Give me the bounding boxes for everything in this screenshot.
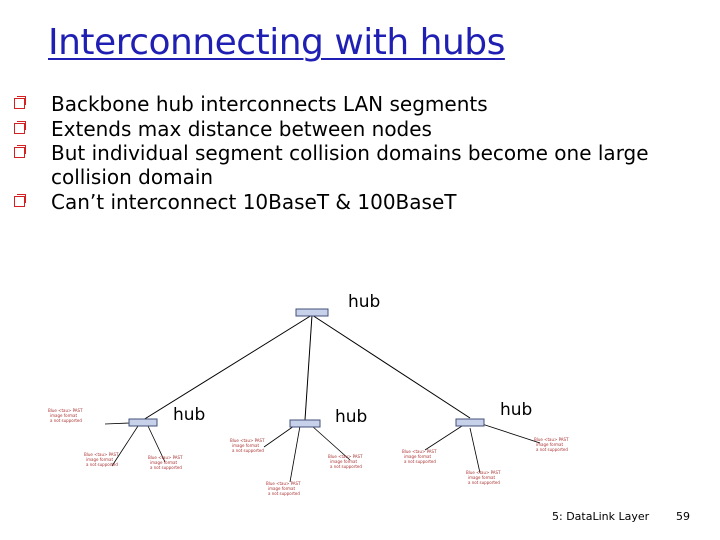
placeholder-line: Blue <tau> PAST bbox=[230, 438, 265, 443]
link-left-node3 bbox=[147, 425, 166, 463]
link-left-node2 bbox=[111, 425, 139, 467]
bullet-text: Can’t interconnect 10BaseT & 100BaseT bbox=[51, 189, 457, 214]
bullet-item: Backbone hub interconnects LAN segments bbox=[12, 92, 712, 116]
placeholder-line: a not supported bbox=[468, 480, 500, 485]
link-right-node2 bbox=[469, 427, 481, 474]
node-placeholder: Blue <tau> PAST image format a not suppo… bbox=[402, 449, 437, 464]
node-placeholder: Blue <tau> PAST image format a not suppo… bbox=[534, 437, 569, 452]
placeholder-line: Blue <tau> PAST bbox=[84, 452, 119, 457]
placeholder-line: Blue <tau> PAST bbox=[48, 408, 83, 413]
link-middle-node2 bbox=[289, 425, 301, 483]
hub-left-box bbox=[128, 418, 158, 427]
placeholder-line: a not supported bbox=[50, 418, 82, 423]
page-number: 59 bbox=[676, 510, 690, 523]
bullet-text: Extends max distance between nodes bbox=[51, 116, 432, 141]
placeholder-line: image format bbox=[404, 454, 432, 459]
placeholder-line: image format bbox=[268, 486, 296, 491]
segment-links bbox=[104, 422, 541, 483]
hub-label-middle: hub bbox=[335, 407, 367, 427]
placeholder-line: Blue <tau> PAST bbox=[266, 481, 301, 486]
hub-backbone-box bbox=[295, 308, 329, 317]
placeholder-line: Blue <tau> PAST bbox=[328, 454, 363, 459]
hub-label-left: hub bbox=[173, 405, 205, 425]
bullet-box-icon bbox=[14, 193, 26, 207]
placeholder-line: a not supported bbox=[536, 447, 568, 452]
bullet-list: Backbone hub interconnects LAN segments … bbox=[12, 92, 712, 214]
placeholder-line: Blue <tau> PAST bbox=[402, 449, 437, 454]
placeholder-line: image format bbox=[232, 443, 260, 448]
node-placeholder: Blue <tau> PAST image format a not suppo… bbox=[266, 481, 301, 496]
node-placeholder: Blue <tau> PAST image format a not suppo… bbox=[84, 452, 119, 467]
hubs bbox=[128, 308, 485, 428]
node-placeholder: Blue <tau> PAST image format a not suppo… bbox=[148, 455, 183, 470]
bullet-item: Extends max distance between nodes bbox=[12, 117, 712, 141]
hub-middle-box bbox=[289, 419, 321, 428]
placeholder-line: image format bbox=[330, 459, 358, 464]
hub-label-right: hub bbox=[500, 400, 532, 420]
placeholder-line: a not supported bbox=[150, 465, 182, 470]
node-placeholder: Blue <tau> PAST image format a not suppo… bbox=[466, 470, 501, 485]
bullet-text: But individual segment collision domains… bbox=[51, 141, 649, 189]
hub-right-box bbox=[455, 418, 485, 427]
link-middle-node1 bbox=[263, 425, 295, 448]
placeholder-line: Blue <tau> PAST bbox=[466, 470, 501, 475]
placeholder-line: Blue <tau> PAST bbox=[534, 437, 569, 442]
node-placeholder: Blue <tau> PAST image format a not suppo… bbox=[230, 438, 265, 453]
placeholder-line: a not supported bbox=[404, 459, 436, 464]
bullet-box-icon bbox=[14, 120, 26, 134]
placeholder-line: a not supported bbox=[86, 462, 118, 467]
link-middle-node3 bbox=[311, 425, 351, 461]
link-right-node3 bbox=[481, 423, 541, 444]
slide-title: Interconnecting with hubs bbox=[48, 22, 505, 63]
node-placeholder: Blue <tau> PAST image format a not suppo… bbox=[48, 408, 83, 423]
link-right-node1 bbox=[424, 425, 463, 451]
hub-label-backbone: hub bbox=[348, 292, 380, 312]
footer-chapter: 5: DataLink Layer bbox=[552, 510, 650, 523]
link-backbone-right bbox=[311, 314, 471, 419]
placeholder-line: a not supported bbox=[268, 491, 300, 496]
backbone-links bbox=[142, 314, 471, 421]
placeholder-line: a not supported bbox=[330, 464, 362, 469]
placeholder-line: image format bbox=[468, 475, 496, 480]
bullet-item: Can’t interconnect 10BaseT & 100BaseT bbox=[12, 190, 712, 214]
bullet-text: Backbone hub interconnects LAN segments bbox=[51, 92, 488, 116]
placeholder-line: image format bbox=[86, 457, 114, 462]
placeholder-line: image format bbox=[150, 460, 178, 465]
bullet-box-icon bbox=[14, 145, 26, 158]
placeholder-line: image format bbox=[536, 442, 564, 447]
link-backbone-middle bbox=[304, 314, 313, 421]
placeholder-line: Blue <tau> PAST bbox=[148, 455, 183, 460]
link-backbone-left bbox=[142, 314, 313, 421]
bullet-item: But individual segment collision domains… bbox=[12, 141, 712, 189]
bullet-box-icon bbox=[14, 96, 26, 109]
link-left-node1 bbox=[104, 422, 131, 425]
node-placeholder: Blue <tau> PAST image format a not suppo… bbox=[328, 454, 363, 469]
placeholder-line: a not supported bbox=[232, 448, 264, 453]
node-placeholders: Blue <tau> PAST image format a not suppo… bbox=[48, 408, 569, 496]
placeholder-line: image format bbox=[50, 413, 78, 418]
